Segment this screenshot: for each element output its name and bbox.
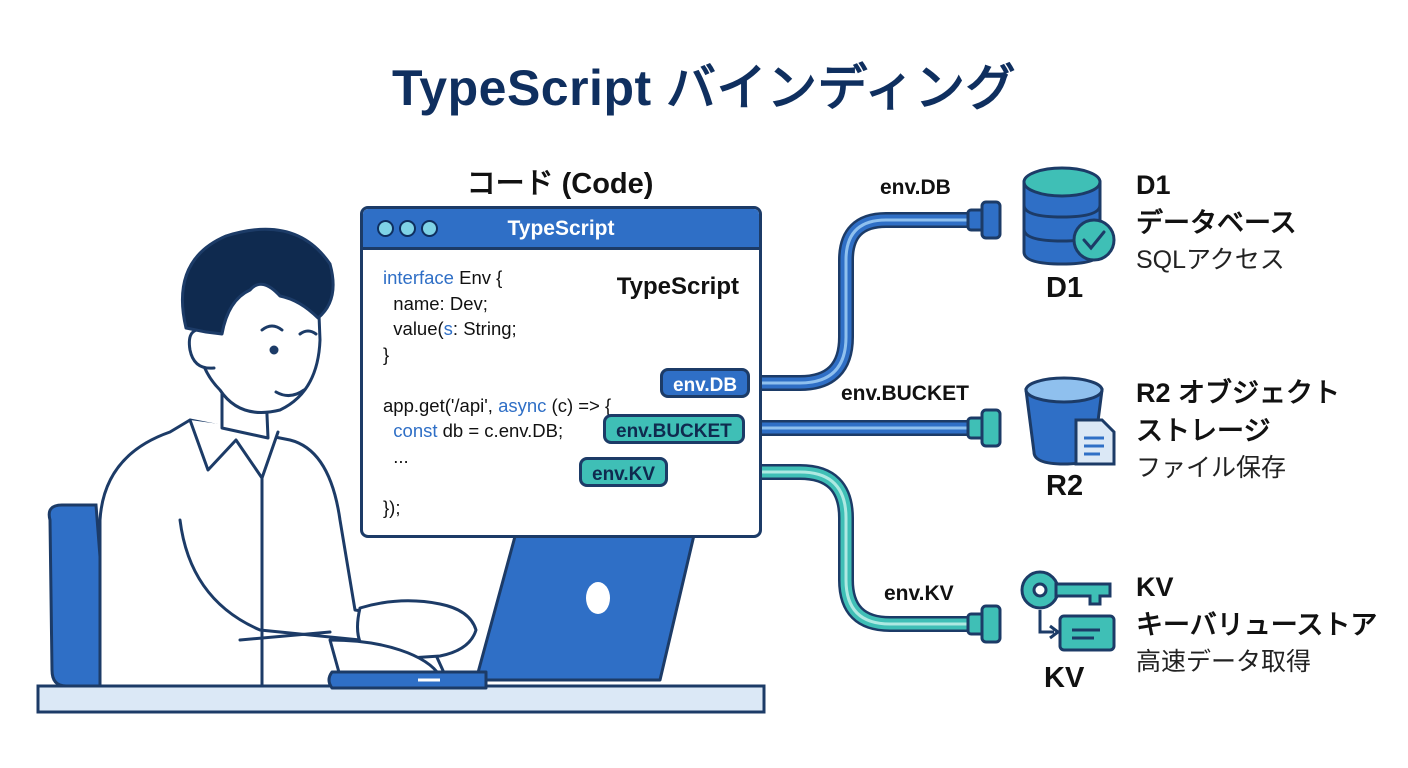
window-dot-icon [399,220,416,237]
database-check-icon [1022,166,1116,266]
plug-db-icon [966,200,1002,240]
desk [36,684,766,714]
code-token: app.get('/api', [383,394,499,416]
code-line: }); [383,496,401,518]
person-illustration [98,227,478,688]
service-tag-kv: KV [1044,662,1085,694]
key-value-icon [1020,570,1116,652]
cable-kv [660,464,980,632]
code-token: const [383,420,438,441]
window-dot-icon [421,220,438,237]
cable-label-bucket: env.BUCKET [841,382,969,405]
code-line: } [383,343,390,365]
code-token: async [498,394,547,416]
service-tag-d1: D1 [1046,272,1084,304]
code-block: interface Env { name: Dev; value(s: Stri… [383,265,611,520]
service-description: ファイル保存 [1136,454,1287,482]
code-window-titlebar: TypeScript [363,209,759,250]
code-token: interface [383,267,454,288]
code-token: s [443,318,453,339]
code-language-label: TypeScript [616,273,739,300]
code-line: name: Dev; [383,292,488,314]
code-token: Env { [453,267,503,288]
cable-label-kv: env.KV [884,582,954,605]
code-window-title: TypeScript [507,217,615,240]
binding-chip-db: env.DB [660,368,751,398]
service-description: 高速データ取得 [1136,648,1312,676]
service-info-d1: D1 データベース SQLアクセス [1136,166,1297,278]
page-title: TypeScript バインディング [391,60,1017,116]
service-info-kv: KV キーバリューストア 高速データ取得 [1136,568,1377,680]
cable-db [740,212,980,391]
service-description: SQLアクセス [1136,246,1285,274]
bucket-file-icon [1024,376,1116,466]
service-info-r2: R2 オブジェクト ストレージ ファイル保存 [1136,374,1340,486]
service-name-line1: D1 [1136,170,1171,200]
code-token: value( [383,318,444,339]
code-line: ... [383,445,409,467]
plug-bucket-icon [966,408,1002,448]
code-heading: コード (Code) [466,168,654,200]
service-name-line1: KV [1136,572,1174,602]
window-dot-icon [377,220,394,237]
service-tag-r2: R2 [1046,470,1084,502]
code-token: : String; [452,318,517,339]
binding-chip-bucket: env.BUCKET [603,414,745,444]
cable-label-db: env.DB [880,176,951,199]
service-name-line1: R2 オブジェクト [1136,378,1341,408]
service-name-line2: ストレージ [1136,416,1271,446]
service-name-line2: データベース [1136,208,1297,238]
code-token: db = c.env.DB; [437,420,564,441]
plug-kv-icon [966,604,1002,644]
code-token: (c) => { [546,394,612,416]
binding-chip-kv: env.KV [579,457,669,487]
service-name-line2: キーバリューストア [1136,610,1378,640]
